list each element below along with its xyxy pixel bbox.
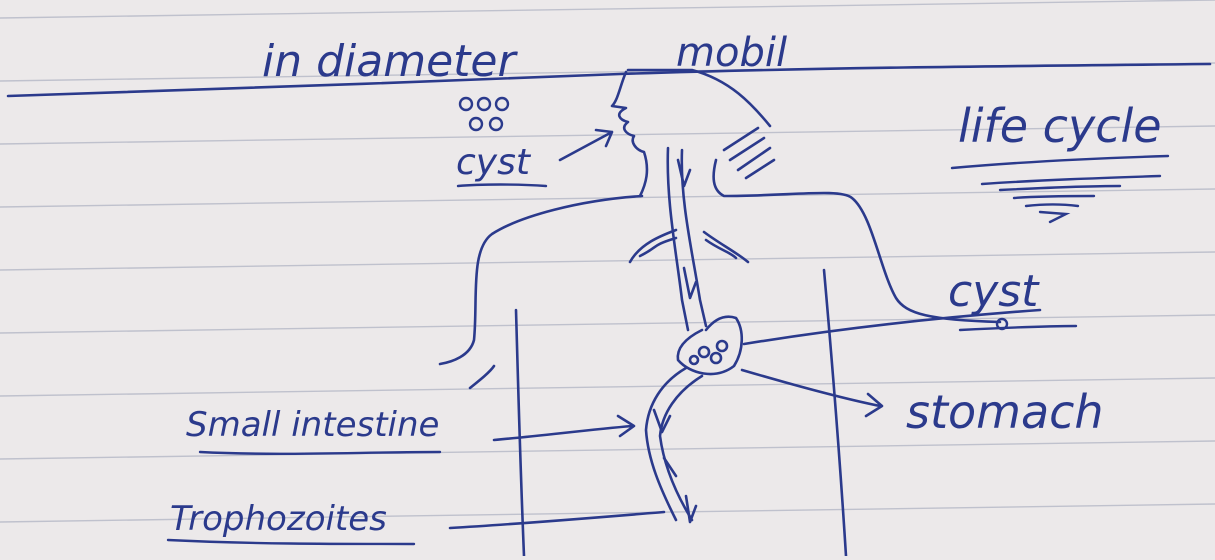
title-scribble (952, 156, 1168, 222)
cyst-dot (711, 353, 721, 363)
ruled-line (0, 441, 1215, 459)
cyst-right-label: cyst (948, 266, 1040, 317)
small-intestine-label: Small intestine (186, 405, 439, 445)
arm-detail (470, 366, 494, 388)
cyst-dot (717, 341, 727, 351)
arrow-small-intestine (494, 416, 634, 440)
header-right-text: mobil (676, 30, 787, 76)
hair-hatching (724, 128, 774, 178)
body-right-line (824, 270, 846, 556)
ruled-line (0, 0, 1215, 18)
cyst-dot (690, 356, 698, 364)
arrow-stomach (742, 370, 882, 416)
intestine-arrows (654, 410, 696, 522)
body-left-line (516, 310, 524, 556)
trophozoites-label: Trophozoites (170, 499, 387, 539)
stomach-label: stomach (906, 385, 1104, 439)
small-intestine-tube (646, 368, 702, 520)
header-left-text: in diameter (262, 36, 518, 87)
ruled-line (0, 315, 1215, 333)
cyst-dot (699, 347, 709, 357)
header-underline (8, 64, 1210, 96)
title: life cycle (958, 99, 1162, 153)
left-shoulder (440, 196, 642, 364)
cyst-top-label: cyst (456, 142, 532, 183)
label-underlines (168, 185, 1076, 545)
